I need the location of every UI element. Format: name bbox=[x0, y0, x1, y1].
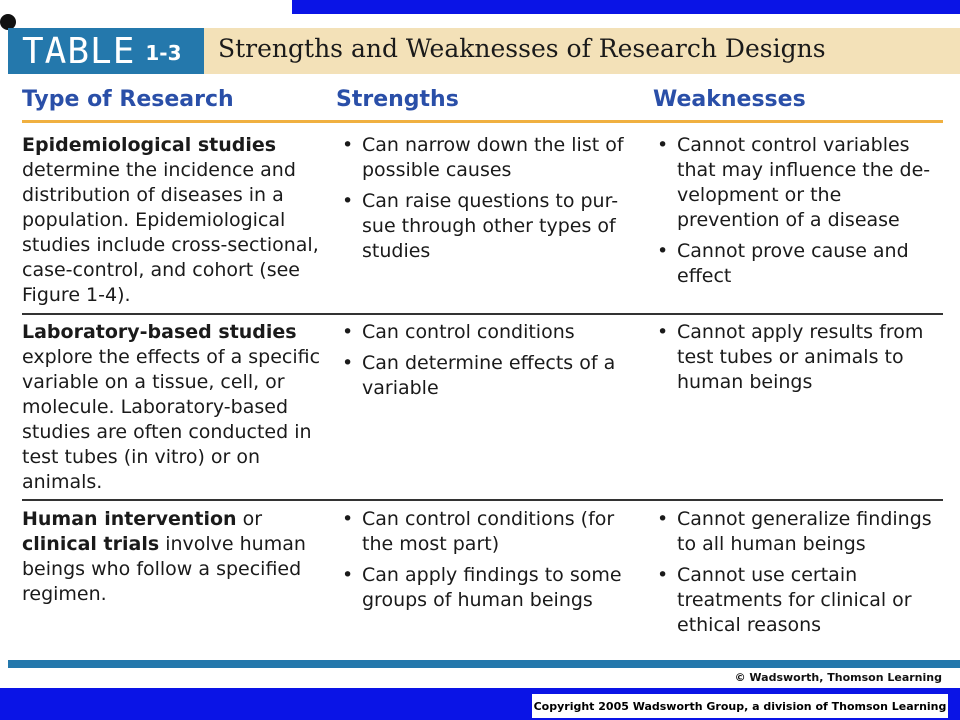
column-header-type: Type of Research bbox=[22, 87, 234, 112]
row-3-type-connector: or bbox=[242, 508, 263, 530]
row-3-type-description: involve human beings who follow a specif… bbox=[22, 533, 306, 605]
row-3-type-name-2: clinical trials bbox=[22, 533, 160, 555]
column-header-weaknesses: Weaknesses bbox=[653, 87, 806, 112]
row-3-strengths: Can control conditions (for the most par… bbox=[338, 507, 638, 619]
list-item: Cannot apply results from test tubes or … bbox=[653, 320, 948, 395]
publisher-credit: © Wadsworth, Thomson Learning bbox=[734, 671, 942, 684]
row-3-weaknesses: Cannot generalize findings to all human … bbox=[653, 507, 948, 644]
list-item: Can apply findings to some groups of hum… bbox=[338, 563, 638, 613]
row-divider bbox=[22, 499, 943, 501]
row-2-strengths: Can control conditions Can determine eff… bbox=[338, 320, 638, 407]
bottom-rule bbox=[8, 660, 960, 668]
table-tag-word: TABLE bbox=[22, 30, 136, 72]
copyright-notice: Copyright 2005 Wadsworth Group, a divisi… bbox=[532, 694, 948, 718]
row-1-type-description: determine the incidence and distribution… bbox=[22, 159, 319, 306]
row-1-strengths: Can narrow down the list of possible cau… bbox=[338, 133, 638, 270]
list-item: Cannot generalize findings to all human … bbox=[653, 507, 948, 557]
row-2-type-description: explore the effects of a specific variab… bbox=[22, 346, 321, 493]
header-rule bbox=[22, 120, 943, 123]
list-item: Cannot use certain treatments for clinic… bbox=[653, 563, 948, 638]
list-item: Can control conditions bbox=[338, 320, 638, 345]
list-item: Cannot control variables that may influe… bbox=[653, 133, 948, 233]
list-item: Can raise questions to pur-sue through o… bbox=[338, 189, 638, 264]
list-item: Can narrow down the list of possible cau… bbox=[338, 133, 638, 183]
table-number: 1-3 bbox=[145, 41, 182, 65]
table-label: TABLE 1-3 bbox=[8, 28, 204, 74]
row-3-type: Human intervention or clinical trials in… bbox=[22, 507, 322, 607]
row-3-type-name: Human intervention bbox=[22, 508, 237, 530]
row-2-type: Laboratory-based studies explore the eff… bbox=[22, 320, 322, 495]
column-header-strengths: Strengths bbox=[336, 87, 459, 112]
row-1-type-name: Epidemiological studies bbox=[22, 134, 277, 156]
bullet-dot-icon bbox=[0, 14, 16, 30]
row-1-weaknesses: Cannot control variables that may influe… bbox=[653, 133, 948, 295]
row-2-weaknesses: Cannot apply results from test tubes or … bbox=[653, 320, 948, 401]
list-item: Can determine effects of a variable bbox=[338, 351, 638, 401]
table-title: Strengths and Weaknesses of Research Des… bbox=[218, 34, 826, 63]
list-item: Can control conditions (for the most par… bbox=[338, 507, 638, 557]
list-item: Cannot prove cause and effect bbox=[653, 239, 948, 289]
row-2-type-name: Laboratory-based studies bbox=[22, 321, 297, 343]
row-divider bbox=[22, 313, 943, 315]
row-1-type: Epidemiological studies determine the in… bbox=[22, 133, 322, 308]
top-bar-white-segment bbox=[0, 0, 292, 14]
